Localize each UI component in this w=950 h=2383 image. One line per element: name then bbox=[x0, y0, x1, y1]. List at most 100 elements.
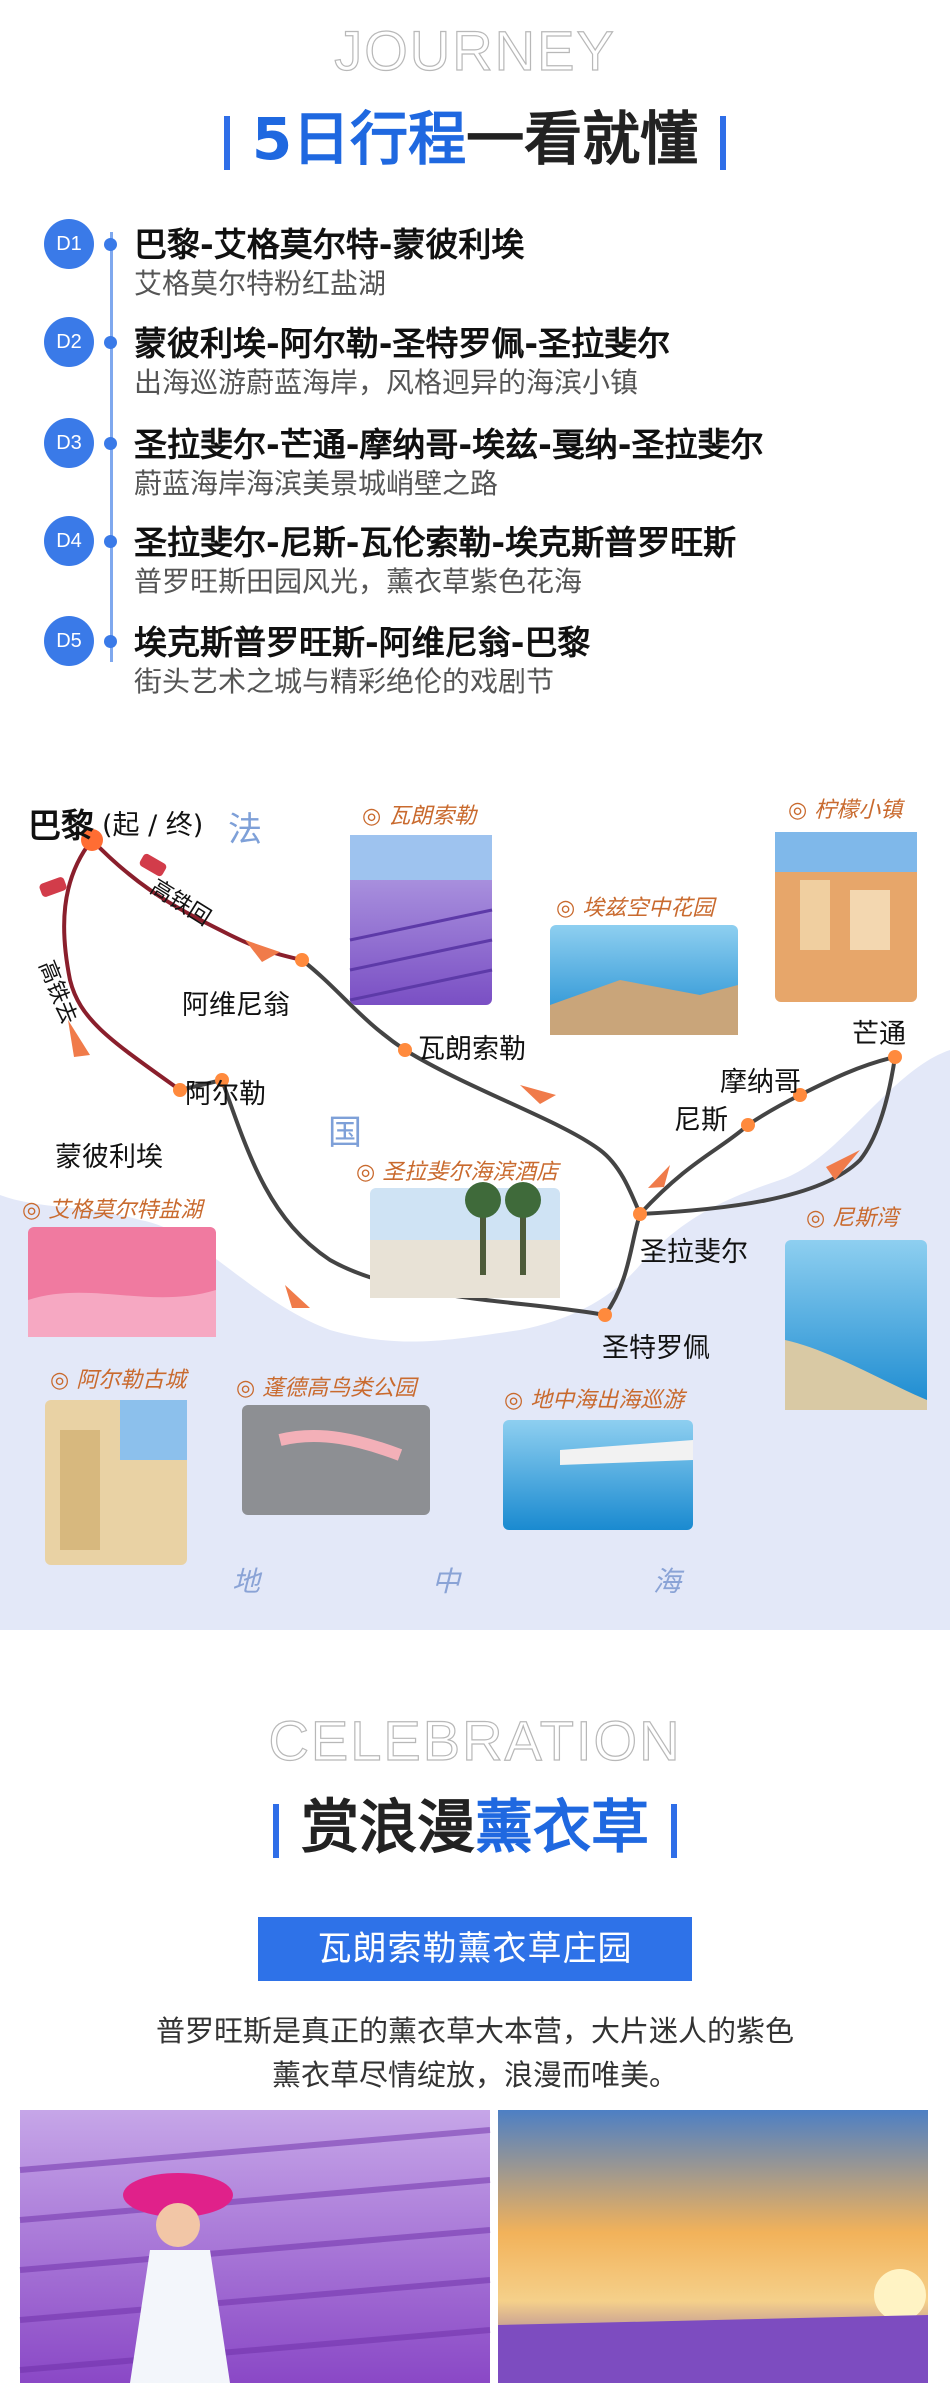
city-label-arles: 阿尔勒 bbox=[185, 1079, 266, 1110]
city-dot-paris bbox=[81, 829, 103, 851]
journey-title-blue: 5日行程 bbox=[251, 105, 467, 173]
photo-arles-old-town bbox=[45, 1400, 187, 1565]
title-bar-right bbox=[671, 1803, 678, 1858]
celebration-desc-line2: 薰衣草尽情绽放，浪漫而唯美。 bbox=[271, 2058, 678, 2092]
city-dot-valensole bbox=[398, 1043, 412, 1057]
celebration-desc-line1: 普罗旺斯是真正的薰衣草大本营，大片迷人的紫色 bbox=[155, 2014, 794, 2048]
photo-valensole-lavender bbox=[349, 835, 493, 1005]
photo-eze-garden bbox=[550, 925, 738, 1035]
train-route-go bbox=[62, 838, 182, 1092]
title-bar-right bbox=[720, 115, 727, 170]
train-icon bbox=[39, 877, 67, 897]
spot-label-arles-old: ◎ 阿尔勒古城 bbox=[50, 1368, 187, 1393]
city-dot-nice bbox=[741, 1118, 755, 1132]
day-badge-d5: D5 bbox=[44, 616, 94, 666]
journey-title: 5日行程一看就懂 bbox=[0, 92, 950, 176]
city-dot-avignon bbox=[295, 953, 309, 967]
spot-label-valensole: ◎ 瓦朗索勒 bbox=[362, 804, 477, 829]
day-sub-d5: 街头艺术之城与精彩绝伦的戏剧节 bbox=[134, 665, 555, 698]
journey-title-dark: 一看就懂 bbox=[466, 105, 699, 173]
timeline-dot bbox=[104, 437, 117, 450]
spot-label-camargue: ◎ 蓬德高鸟类公园 bbox=[236, 1376, 417, 1401]
day-badge-d4: D4 bbox=[44, 516, 94, 566]
day-sub-d3: 蔚蓝海岸海滨美景城峭壁之路 bbox=[134, 467, 499, 500]
spot-label-hotel: ◎ 圣拉斐尔海滨酒店 bbox=[356, 1160, 559, 1185]
route-map: 巴黎 (起 / 终) 法 国 高铁回 高铁去 阿维尼翁 瓦朗索勒 阿尔勒 蒙彼利… bbox=[0, 740, 950, 1630]
city-label-saint-tropez: 圣特罗佩 bbox=[602, 1333, 710, 1364]
sea-area bbox=[0, 1050, 950, 1630]
day-sub-d2: 出海巡游蔚蓝海岸，风格迥异的海滨小镇 bbox=[134, 366, 639, 399]
arrow bbox=[68, 1020, 90, 1057]
photo-camargue-bird-park bbox=[242, 1405, 430, 1515]
city-label-saint-raphael: 圣拉斐尔 bbox=[640, 1237, 748, 1268]
city-label-paris: 巴黎 bbox=[28, 806, 94, 845]
photo-mediterranean-cruise bbox=[503, 1420, 693, 1530]
sea-label-zhong: 中 bbox=[432, 1565, 461, 1598]
train-icon bbox=[139, 853, 167, 877]
day-sub-d1: 艾格莫尔特粉红盐湖 bbox=[134, 267, 387, 300]
photo-woman-in-lavender bbox=[19, 2110, 491, 2383]
day-badge-d2: D2 bbox=[44, 317, 94, 367]
route-tropez-raphael bbox=[603, 1213, 642, 1317]
day-title-d3: 圣拉斐尔-芒通-摩纳哥-埃兹-戛纳-圣拉斐尔 bbox=[134, 425, 764, 464]
city-dot-menton bbox=[888, 1050, 902, 1064]
direction-arrows bbox=[68, 940, 860, 1308]
spot-label-eze: ◎ 埃兹空中花园 bbox=[556, 896, 715, 921]
timeline-dot bbox=[104, 635, 117, 648]
day-title-d2: 蒙彼利埃-阿尔勒-圣特罗佩-圣拉斐尔 bbox=[134, 324, 671, 363]
day-title-d4: 圣拉斐尔-尼斯-瓦伦索勒-埃克斯普罗旺斯 bbox=[134, 523, 737, 562]
paris-note: (起 / 终) bbox=[102, 810, 204, 841]
city-label-avignon: 阿维尼翁 bbox=[182, 990, 290, 1021]
route-map-drawing bbox=[0, 829, 950, 1630]
arrow bbox=[285, 1285, 310, 1308]
day-title-d5: 埃克斯普罗旺斯-阿维尼翁-巴黎 bbox=[134, 623, 591, 662]
city-label-nice: 尼斯 bbox=[674, 1105, 728, 1136]
city-label-monaco: 摩纳哥 bbox=[720, 1067, 801, 1098]
photo-nice-bay bbox=[785, 1240, 927, 1410]
arrow bbox=[826, 1150, 860, 1180]
city-dot-tropez bbox=[598, 1308, 612, 1322]
spot-label-nice-bay: ◎ 尼斯湾 bbox=[806, 1206, 899, 1231]
lavender-farm-tag: 瓦朗索勒薰衣草庄园 bbox=[258, 1917, 692, 1981]
city-label-montpellier: 蒙彼利埃 bbox=[55, 1142, 163, 1173]
arrow bbox=[520, 1085, 556, 1104]
title-bar-left bbox=[272, 1803, 279, 1858]
journey-english-title: JOURNEY bbox=[334, 18, 616, 82]
spot-label-cruise: ◎ 地中海出海巡游 bbox=[504, 1388, 685, 1413]
city-dot-raphael bbox=[633, 1207, 647, 1221]
city-label-menton: 芒通 bbox=[852, 1019, 906, 1050]
route-avignon-raphael bbox=[300, 958, 642, 1215]
arrow bbox=[245, 940, 280, 962]
title-bar-left bbox=[223, 115, 230, 170]
arrow bbox=[648, 1165, 670, 1188]
photo-salt-lake bbox=[28, 1227, 216, 1337]
celebration-title: 赏浪漫薰衣草 bbox=[0, 1780, 950, 1864]
city-label-valensole: 瓦朗索勒 bbox=[418, 1034, 526, 1065]
route-arles-tropez bbox=[220, 1079, 606, 1317]
region-label-fa: 法 bbox=[228, 810, 262, 850]
timeline-dot bbox=[104, 336, 117, 349]
celebration-title-dark: 赏浪漫 bbox=[300, 1793, 475, 1861]
city-dot-montpellier bbox=[173, 1083, 187, 1097]
day-sub-d4: 普罗旺斯田园风光，薰衣草紫色花海 bbox=[134, 565, 583, 598]
route-montpellier-arles bbox=[179, 1078, 223, 1092]
day-badge-d3: D3 bbox=[44, 418, 94, 468]
region-label-guo: 国 bbox=[328, 1113, 362, 1153]
city-dot-monaco bbox=[793, 1088, 807, 1102]
day-badge-d1: D1 bbox=[44, 219, 94, 269]
celebration-english-title: CELEBRATION bbox=[268, 1708, 682, 1772]
route-menton-return bbox=[639, 1056, 897, 1216]
lavender-photo-strip bbox=[19, 2110, 928, 2383]
timeline-dot bbox=[104, 238, 117, 251]
route-raphael-menton bbox=[638, 1055, 896, 1216]
sea-label-hai: 海 bbox=[653, 1565, 682, 1598]
spot-label-lemon-town: ◎ 柠檬小镇 bbox=[788, 798, 903, 823]
spot-label-salt-lake: ◎ 艾格莫尔特盐湖 bbox=[22, 1198, 203, 1223]
day-title-d1: 巴黎-艾格莫尔特-蒙彼利埃 bbox=[134, 225, 525, 264]
photo-lavender-sunset bbox=[498, 2110, 928, 2383]
photo-lemon-town bbox=[775, 832, 917, 1002]
sea-label-di: 地 bbox=[232, 1565, 261, 1598]
photo-saint-raphael-hotel bbox=[370, 1182, 560, 1298]
celebration-title-blue: 薰衣草 bbox=[475, 1793, 650, 1861]
city-dot-arles bbox=[215, 1073, 229, 1087]
